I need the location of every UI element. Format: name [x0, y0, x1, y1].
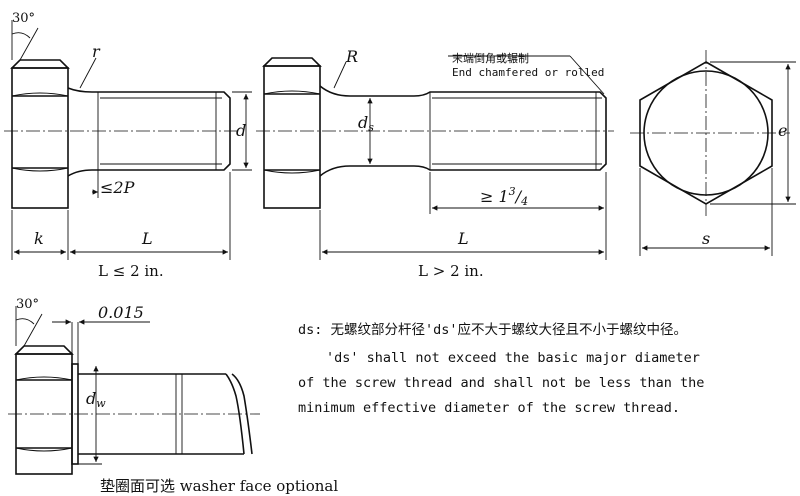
caption-short: L ≤ 2 in. [98, 262, 164, 280]
length-label-right: L [457, 229, 469, 248]
washer-thickness-label: 0.015 [98, 303, 144, 322]
head-height-label-k: k [34, 229, 44, 248]
across-corners-label-e: e [778, 121, 787, 140]
diameter-label-d: d [236, 121, 246, 140]
note-line-3: of the screw thread and shall not be les… [298, 375, 704, 391]
end-note-cn: 末端倒角或辗制 [452, 51, 529, 65]
fillet-label-r: r [92, 42, 101, 61]
angle-label-top: 30° [12, 11, 35, 26]
thread-length-label: ≥ 13/4 [480, 185, 528, 208]
angle-label-bottom: 30° [16, 297, 39, 312]
washer-face-view: 30° 0.015 dw [8, 297, 260, 475]
hex-end-view: e s [630, 50, 796, 256]
ds-note: ds: 无螺纹部分杆径'ds'应不大于螺纹大径且不小于螺纹中径。 'ds' sh… [298, 321, 704, 416]
note-line-2: 'ds' shall not exceed the basic major di… [326, 350, 700, 366]
thread-run-out-label: ≤2P [100, 178, 135, 197]
note-line-4: minimum effective diameter of the screw … [298, 400, 680, 416]
shank-diameter-label-ds: ds [358, 113, 374, 134]
note-line-1: ds: 无螺纹部分杆径'ds'应不大于螺纹大径且不小于螺纹中径。 [298, 321, 687, 338]
fillet-label-R: R [345, 47, 358, 66]
caption-washer: 垫圈面可选 washer face optional [100, 477, 338, 495]
end-note-en: End chamfered or rolled [452, 66, 604, 79]
caption-long: L > 2 in. [418, 262, 484, 280]
across-flats-label-s: s [702, 229, 710, 248]
bolt-long-view: R ds 末端倒角或辗制 End chamfered or rolled ≥ 1… [256, 47, 614, 260]
length-label-left: L [141, 229, 153, 248]
washer-diameter-label-dw: dw [86, 389, 106, 410]
bolt-short-view: 30° r d ≤2P k L [4, 11, 252, 260]
